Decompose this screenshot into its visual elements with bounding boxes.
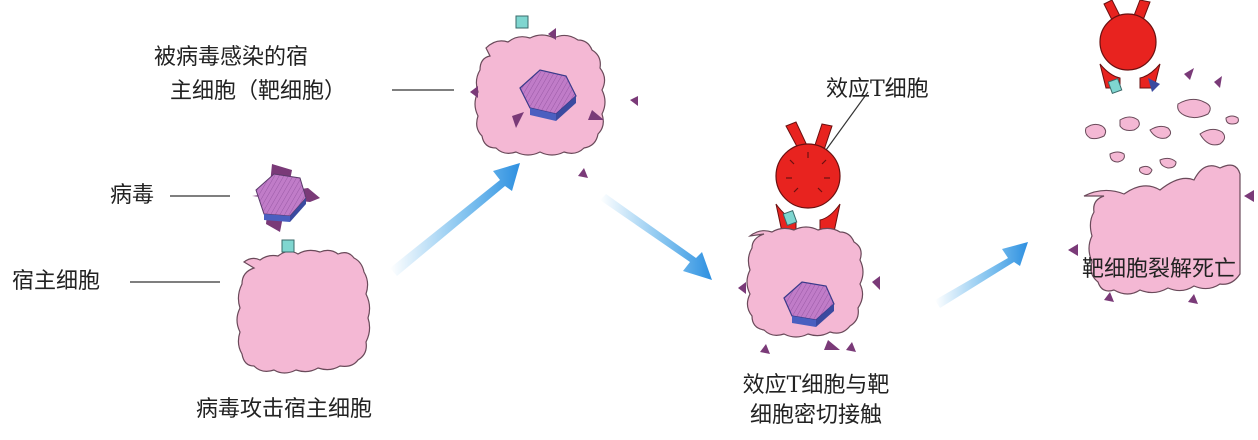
arrow-2 bbox=[600, 194, 712, 280]
label-infected-cell-line2: 主细胞（靶细胞） bbox=[170, 78, 346, 106]
infected-cell bbox=[470, 16, 638, 178]
label-virus: 病毒 bbox=[110, 182, 154, 210]
label-virus-attacks: 病毒攻击宿主细胞 bbox=[196, 396, 372, 424]
label-contact-line2: 细胞密切接触 bbox=[726, 402, 906, 430]
label-host-cell: 宿主细胞 bbox=[12, 268, 100, 296]
label-contact-line1: 效应T细胞与靶 bbox=[726, 372, 906, 400]
target-cell-contact bbox=[738, 227, 880, 354]
label-lysis: 靶细胞裂解死亡 bbox=[1082, 256, 1236, 284]
label-infected-cell-line1: 被病毒感染的宿 bbox=[154, 44, 308, 72]
arrow-3 bbox=[935, 242, 1028, 308]
free-virus bbox=[252, 164, 320, 232]
label-effector-t-cell: 效应T细胞 bbox=[826, 76, 929, 104]
effector-t-cell bbox=[776, 122, 840, 232]
arrow-1 bbox=[390, 163, 520, 276]
host-cell bbox=[237, 240, 370, 373]
